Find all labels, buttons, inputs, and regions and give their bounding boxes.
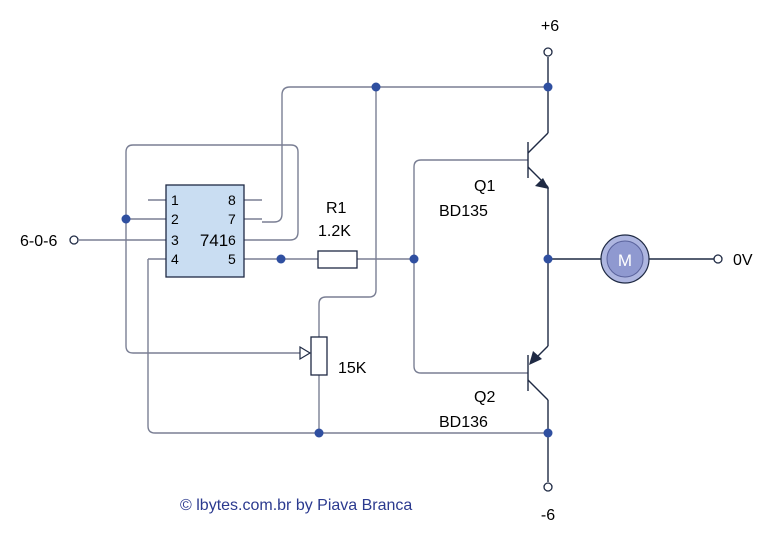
ic-pin-label: 1 xyxy=(171,192,179,208)
negative-terminal[interactable] xyxy=(543,482,553,492)
ground-label: 0V xyxy=(733,252,753,269)
junction-dot xyxy=(121,214,131,224)
pin4-negative-wire xyxy=(147,259,548,434)
opamp-label: 741 xyxy=(200,231,228,250)
junction-dot xyxy=(314,428,324,438)
junction-dot xyxy=(276,254,286,264)
pot-wiper-arrow xyxy=(299,345,312,361)
r1-value-label: 1.2K xyxy=(318,223,351,240)
junction-dot xyxy=(543,254,553,264)
ic-pin-label: 8 xyxy=(228,192,236,208)
pot-top-wire xyxy=(318,87,377,337)
ic-pin-label: 2 xyxy=(171,211,179,227)
q2-collector-lead xyxy=(527,379,549,401)
ic-pin-label: 4 xyxy=(171,251,179,267)
junction-dot xyxy=(543,82,553,92)
ic-pin-label: 3 xyxy=(171,232,179,248)
input-terminal[interactable] xyxy=(69,235,79,245)
junction-dot xyxy=(409,254,419,264)
motor-inner-disk xyxy=(606,240,644,278)
opamp-741-body[interactable] xyxy=(165,184,245,278)
motor-symbol: M xyxy=(618,251,632,270)
potentiometer-15k[interactable] xyxy=(310,336,328,376)
q1-collector-lead xyxy=(527,132,549,154)
q1-name-label: Q1 xyxy=(474,178,495,195)
q2-name-label: Q2 xyxy=(474,389,495,406)
junction-dot xyxy=(543,428,553,438)
input-label: 6-0-6 xyxy=(20,233,57,250)
q2-emitter-arrow xyxy=(529,351,542,365)
junction-dot xyxy=(371,82,381,92)
positive-terminal[interactable] xyxy=(543,47,553,57)
ic-pin-label: 6 xyxy=(228,232,236,248)
base-bus-wire xyxy=(413,159,528,374)
r1-name-label: R1 xyxy=(326,200,347,217)
pin7-supply-wire xyxy=(262,86,548,223)
q1-part-label: BD135 xyxy=(439,203,488,220)
pot-value-label: 15K xyxy=(338,360,367,377)
copyright-footer: © lbytes.com.br by Piava Branca xyxy=(180,497,412,514)
ic-pin-label: 7 xyxy=(228,211,236,227)
ic-pin-label: 5 xyxy=(228,251,236,267)
feedback-loop-wire xyxy=(125,144,300,354)
q2-part-label: BD136 xyxy=(439,414,488,431)
resistor-r1[interactable] xyxy=(317,250,358,269)
q1-emitter-arrow xyxy=(535,178,549,189)
positive-supply-label: +6 xyxy=(541,18,559,35)
negative-supply-label: -6 xyxy=(541,507,555,524)
ground-terminal[interactable] xyxy=(713,254,723,264)
